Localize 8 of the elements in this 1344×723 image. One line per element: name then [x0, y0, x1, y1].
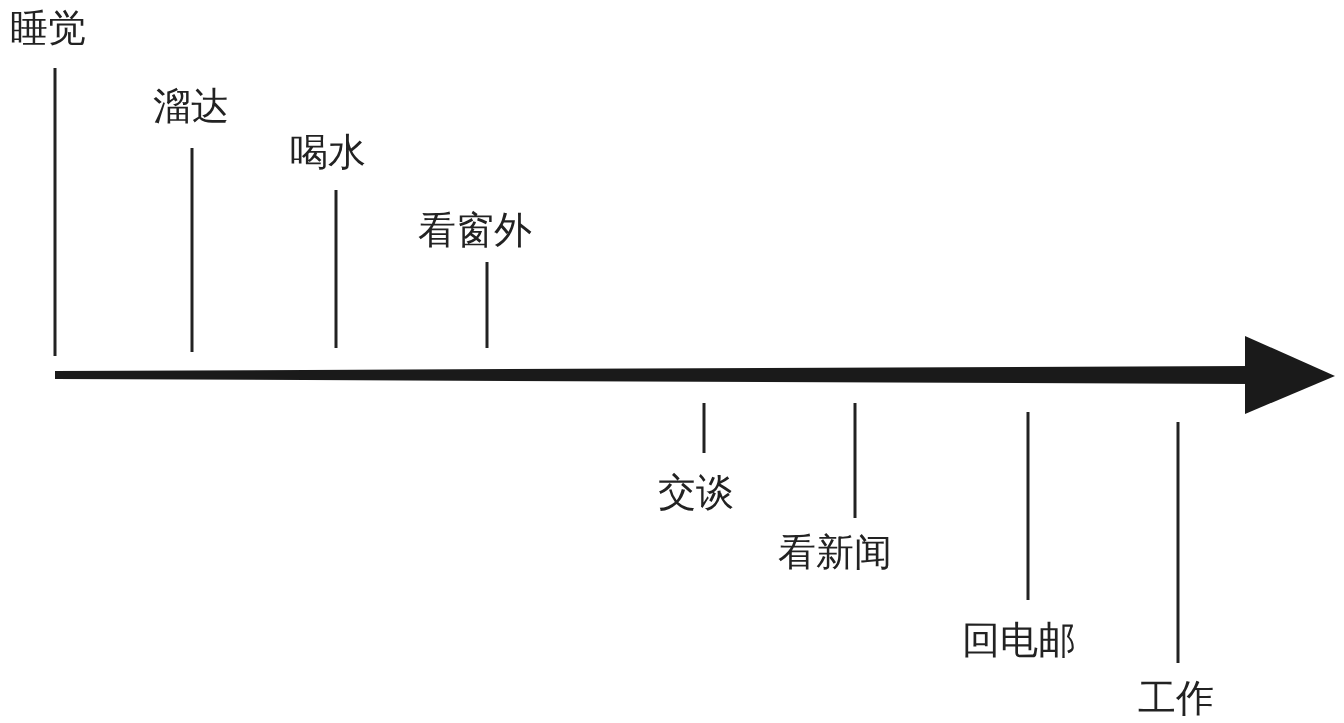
event-label: 工作	[1138, 676, 1214, 720]
event-label: 溜达	[153, 84, 229, 128]
event-label: 看新闻	[778, 530, 892, 574]
event-label: 睡觉	[10, 6, 86, 50]
event-label: 回电邮	[962, 618, 1076, 662]
event-label: 看窗外	[418, 208, 532, 252]
event-label: 交谈	[658, 470, 734, 514]
event-label: 喝水	[290, 130, 366, 174]
